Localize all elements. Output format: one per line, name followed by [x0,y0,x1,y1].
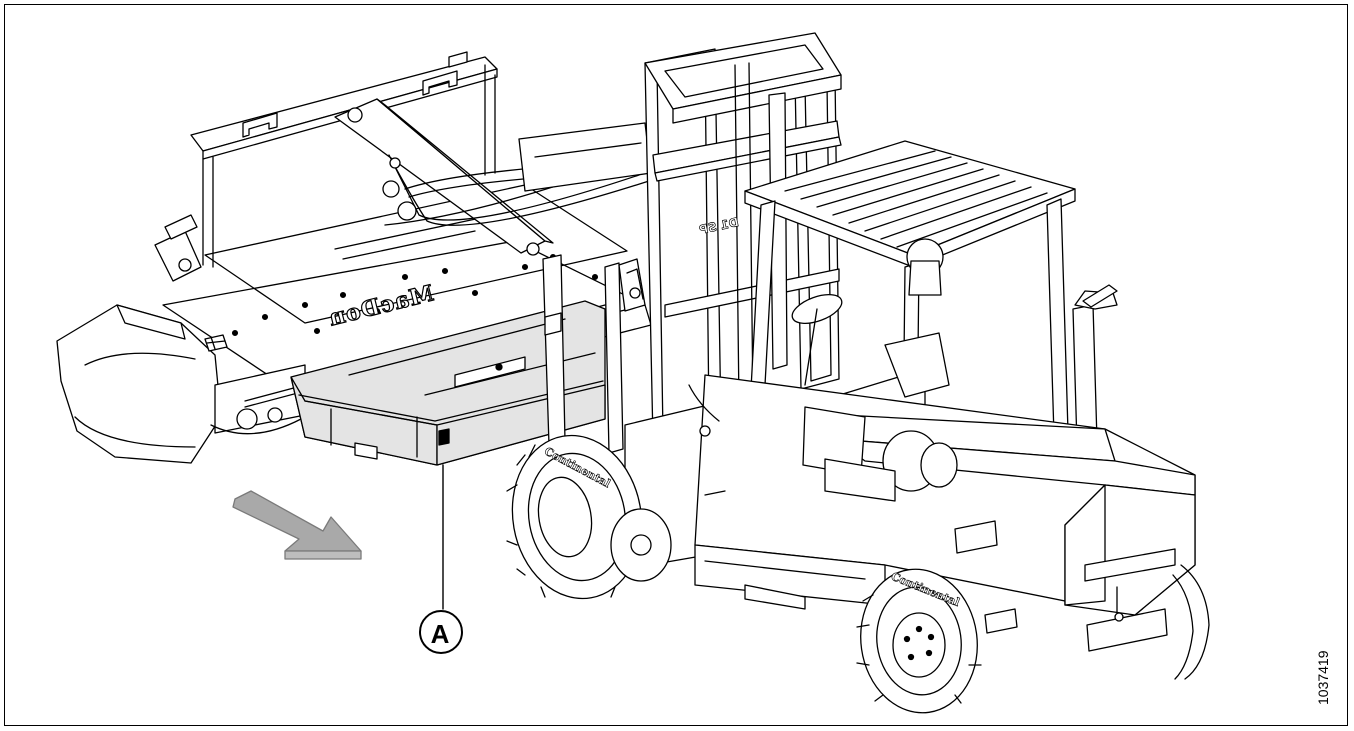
shipping-stand-illustration [290,300,606,654]
figure-id: 1037419 [1315,650,1331,705]
technical-illustration [56,32,1210,714]
callout-label-a: A [430,618,450,649]
direction-arrow-icon [232,490,362,560]
forklift-illustration [506,32,1210,714]
figure-frame: MacDon D1 SP Continental Continental A 1… [4,4,1348,726]
